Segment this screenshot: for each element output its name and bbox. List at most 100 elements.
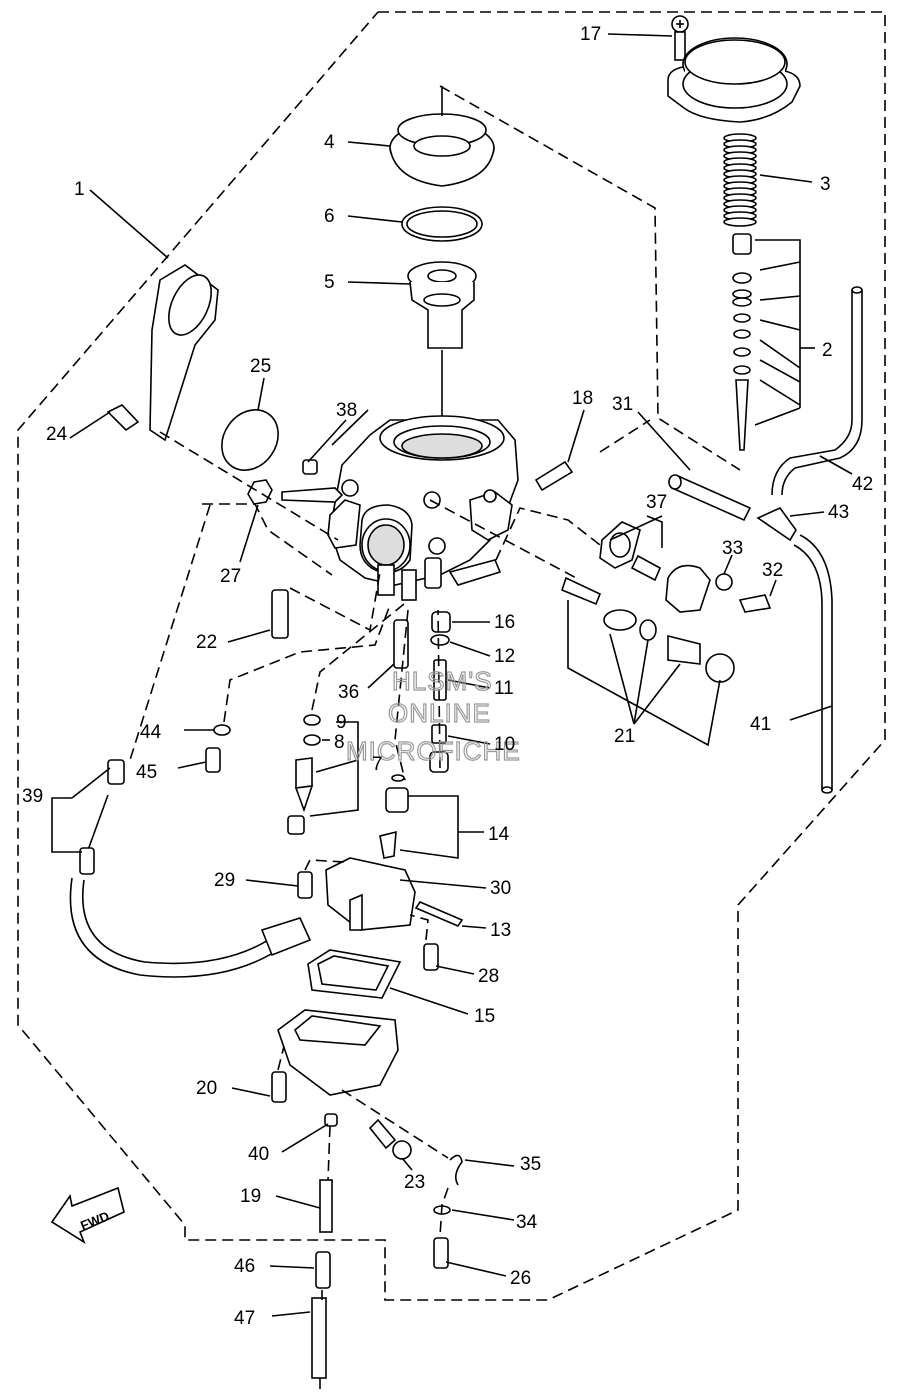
part-41-hose bbox=[793, 534, 833, 794]
callout-11: 11 bbox=[494, 678, 514, 699]
part-36-jet bbox=[393, 619, 409, 669]
callout-4: 4 bbox=[324, 132, 335, 153]
callout-25: 25 bbox=[250, 356, 271, 377]
callout-8: 8 bbox=[334, 732, 345, 753]
callout-2: 2 bbox=[822, 340, 833, 361]
callout-31: 31 bbox=[612, 394, 633, 415]
callout-15: 15 bbox=[474, 1006, 495, 1027]
part-21-pump-set bbox=[561, 576, 735, 683]
part-6-o-ring bbox=[401, 206, 483, 242]
part-25-gasket bbox=[221, 409, 279, 471]
callout-22: 22 bbox=[196, 632, 217, 653]
part-11-jet bbox=[433, 659, 447, 701]
callout-44: 44 bbox=[140, 722, 162, 743]
callout-18: 18 bbox=[572, 388, 593, 409]
callout-41: 41 bbox=[750, 714, 771, 735]
part-5-piston bbox=[407, 261, 477, 349]
callout-45: 45 bbox=[136, 762, 157, 783]
part-24-screw bbox=[106, 404, 140, 432]
assembly-boundary bbox=[17, 11, 886, 1301]
watermark-line-1: HLSM'S bbox=[392, 666, 493, 696]
callout-17: 17 bbox=[580, 24, 601, 45]
part-31-tube bbox=[668, 474, 752, 522]
part-32-screw bbox=[738, 594, 772, 613]
callout-39: 39 bbox=[22, 786, 43, 807]
callout-47: 47 bbox=[234, 1308, 255, 1329]
callout-16: 16 bbox=[494, 612, 515, 633]
carburetor-body bbox=[281, 415, 519, 601]
callout-28: 28 bbox=[478, 966, 499, 987]
callout-1: 1 bbox=[74, 179, 85, 200]
callout-29: 29 bbox=[214, 870, 235, 891]
callout-10: 10 bbox=[494, 734, 515, 755]
callout-5: 5 bbox=[324, 272, 335, 293]
part-4-diaphragm bbox=[389, 113, 495, 187]
callout-13: 13 bbox=[490, 920, 511, 941]
part-9-o-ring bbox=[303, 714, 321, 726]
part-40-plug bbox=[324, 1113, 338, 1127]
watermark-line-3: MICROFICHE bbox=[346, 736, 521, 766]
callout-labels: 1 2 3 4 5 6 7 8 9 10 11 12 13 14 15 16 1… bbox=[22, 24, 873, 1329]
part-37-cover-spring bbox=[599, 521, 662, 582]
callout-38: 38 bbox=[336, 400, 357, 421]
part-28-screw bbox=[423, 943, 439, 971]
part-38-plug bbox=[302, 459, 318, 475]
part-45-screw bbox=[205, 747, 221, 773]
part-22-screw bbox=[271, 589, 289, 639]
callout-7: 7 bbox=[372, 754, 383, 775]
leader-lines bbox=[51, 33, 853, 1317]
part-13-pin bbox=[414, 901, 464, 927]
part-33-clip bbox=[715, 573, 733, 591]
part-23-screw bbox=[368, 1118, 412, 1160]
callout-19: 19 bbox=[240, 1186, 261, 1207]
part-12-o-ring bbox=[430, 634, 450, 646]
part-18-fitting bbox=[534, 460, 574, 492]
callout-12: 12 bbox=[494, 646, 515, 667]
callout-37: 37 bbox=[646, 492, 667, 513]
part-43-t-fitting bbox=[756, 507, 797, 542]
spring-coil bbox=[723, 217, 757, 227]
part-20-screw bbox=[271, 1071, 287, 1103]
part-46-fitting bbox=[315, 1251, 331, 1289]
alignment-lines bbox=[129, 85, 741, 1394]
callout-40: 40 bbox=[248, 1144, 269, 1165]
part-14-needle-valve bbox=[379, 774, 409, 859]
part-15-gasket bbox=[307, 949, 402, 999]
callout-34: 34 bbox=[516, 1212, 538, 1233]
part-top-cover bbox=[667, 37, 801, 123]
callout-23: 23 bbox=[404, 1172, 425, 1193]
part-16-holder bbox=[431, 611, 451, 633]
part-float-bowl bbox=[277, 1009, 399, 1096]
callout-14: 14 bbox=[488, 824, 510, 845]
part-39-throttle-cable bbox=[69, 759, 312, 978]
part-26-screw bbox=[433, 1237, 449, 1269]
callout-3: 3 bbox=[820, 174, 831, 195]
part-29-screw bbox=[297, 871, 313, 899]
fwd-arrow: FWD bbox=[50, 1186, 125, 1244]
callout-24: 24 bbox=[46, 424, 68, 445]
part-27-nut bbox=[247, 479, 273, 505]
part-2-jet-needle-set bbox=[732, 233, 752, 451]
callout-42: 42 bbox=[852, 474, 873, 495]
callout-32: 32 bbox=[762, 560, 783, 581]
callout-43: 43 bbox=[828, 502, 849, 523]
part-plate bbox=[149, 264, 219, 442]
callout-27: 27 bbox=[220, 566, 241, 587]
callout-20: 20 bbox=[196, 1078, 217, 1099]
part-3-spring bbox=[723, 133, 757, 227]
watermark: HLSM'S ONLINE MICROFICHE bbox=[345, 665, 521, 766]
watermark-line-2: ONLINE bbox=[388, 698, 491, 728]
part-35-clip bbox=[449, 1154, 463, 1186]
callout-9: 9 bbox=[336, 712, 347, 733]
callout-35: 35 bbox=[520, 1154, 541, 1175]
part-47-tube bbox=[311, 1297, 327, 1379]
callout-33: 33 bbox=[722, 538, 743, 559]
part-44-o-ring bbox=[213, 724, 231, 736]
callout-46: 46 bbox=[234, 1256, 255, 1277]
callout-21: 21 bbox=[614, 726, 635, 747]
part-7-pilot-screw bbox=[287, 757, 314, 835]
part-42-hose bbox=[771, 286, 863, 496]
part-19-drain-tube bbox=[319, 1179, 333, 1233]
callout-36: 36 bbox=[338, 682, 359, 703]
